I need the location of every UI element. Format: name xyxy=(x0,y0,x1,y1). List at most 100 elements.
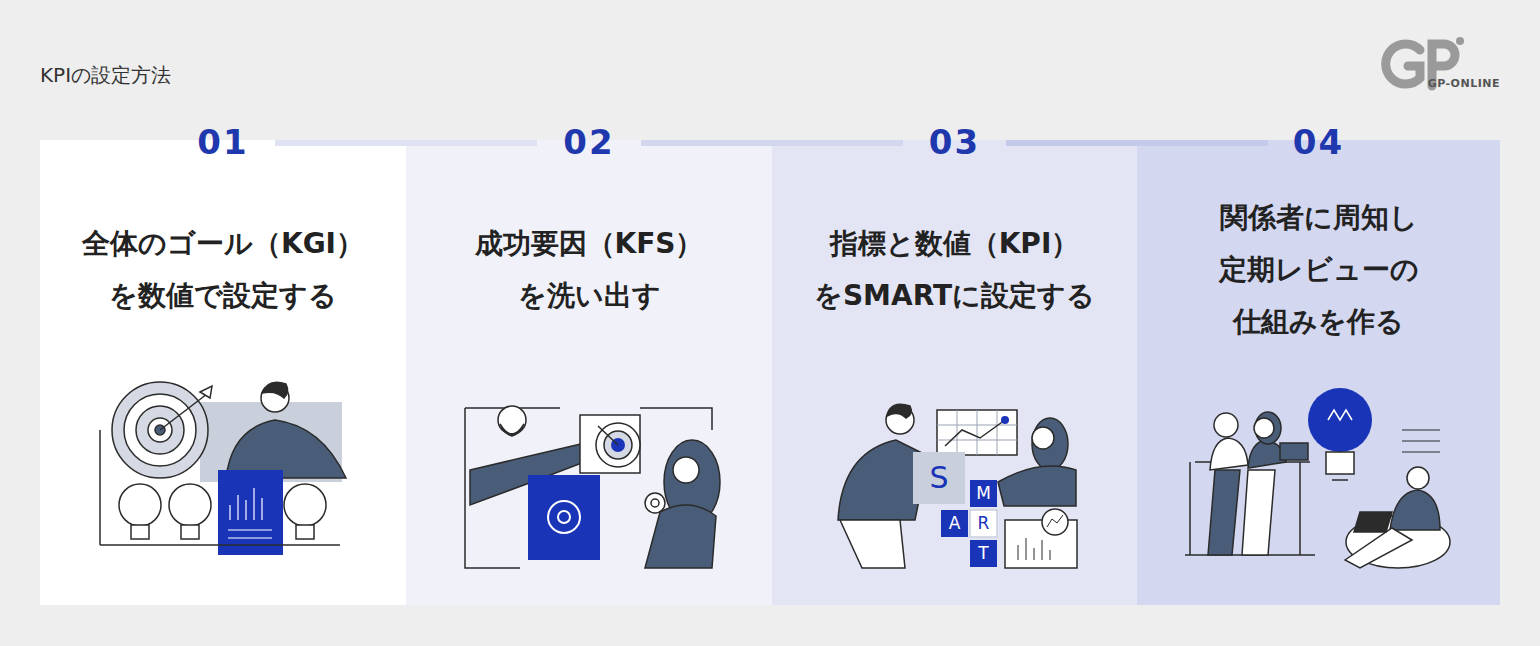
illustration-shape xyxy=(596,423,640,467)
illustration-shape xyxy=(913,452,965,504)
illustration-shape xyxy=(169,484,211,526)
illustration-shape xyxy=(228,529,272,530)
step-number: 03 xyxy=(772,125,1137,159)
illustration-group xyxy=(1185,388,1450,568)
illustration-shape xyxy=(296,525,314,539)
illustration-shape xyxy=(1254,418,1274,438)
illustration-shape xyxy=(119,484,161,526)
illustration-shape xyxy=(1402,429,1440,430)
illustration-shape xyxy=(651,499,659,507)
illustration-shape xyxy=(528,475,600,560)
illustration-shape xyxy=(970,480,997,507)
step-number: 02 xyxy=(406,125,772,159)
illustration-shape xyxy=(1018,545,1019,560)
illustration-shape xyxy=(1214,413,1238,437)
illustration-group xyxy=(465,406,720,568)
illustration-shape xyxy=(237,495,238,520)
illustration-shape xyxy=(1026,538,1027,560)
illustration-shape xyxy=(937,410,1017,455)
step-number: 04 xyxy=(1137,125,1500,159)
illustration-shape xyxy=(970,540,997,567)
illustration-shape xyxy=(641,140,903,146)
illustration-group xyxy=(100,382,346,555)
illustration-shape xyxy=(997,410,998,455)
illustration-shape xyxy=(262,382,288,398)
illustration-shape xyxy=(112,382,208,478)
illustration-shape xyxy=(1208,470,1240,555)
illustration-shape xyxy=(1407,467,1429,489)
illustration-shape xyxy=(1032,427,1054,449)
illustration-shape xyxy=(998,466,1076,506)
illustration-group xyxy=(228,488,272,538)
smart-letter: R xyxy=(970,510,997,537)
illustration-shape xyxy=(245,500,246,520)
illustration-shape xyxy=(1299,462,1301,555)
illustration-shape xyxy=(218,470,283,555)
illustration-shape xyxy=(160,394,207,430)
illustration-shape xyxy=(1047,515,1063,527)
illustration-shape xyxy=(1390,490,1440,530)
illustration-shape xyxy=(181,525,199,539)
illustration-shape xyxy=(1210,438,1248,470)
illustration-shape xyxy=(673,457,699,483)
illustration-shape xyxy=(261,498,262,520)
illustration-shape xyxy=(1332,479,1348,481)
illustration-shape xyxy=(229,505,230,520)
step-heading: 全体のゴール（KGI） を数値で設定する xyxy=(53,218,393,322)
illustration-shape xyxy=(887,404,911,418)
illustration-shape xyxy=(1242,470,1275,555)
illustration-shape xyxy=(99,430,101,545)
illustration-shape xyxy=(1001,416,1009,424)
illustration-shape xyxy=(1456,37,1464,45)
illustration-shape xyxy=(645,493,665,513)
illustration-shape xyxy=(226,420,346,478)
illustration-shape xyxy=(957,410,958,455)
illustration-shape xyxy=(1402,451,1440,452)
illustration-shape xyxy=(284,484,326,526)
illustration-shape xyxy=(1328,410,1352,420)
illustration-shape xyxy=(558,511,570,523)
illustration-group xyxy=(838,404,1077,568)
illustration-shape xyxy=(598,426,618,445)
illustration-shape xyxy=(1050,550,1051,560)
illustration-shape xyxy=(580,415,640,473)
illustration-shape xyxy=(100,544,340,546)
illustration-group xyxy=(119,484,326,539)
illustration-group xyxy=(1402,430,1440,452)
illustration-shape xyxy=(228,537,272,538)
illustration-shape xyxy=(500,424,524,436)
smart-letter: M xyxy=(970,480,997,507)
heading-area: 全体のゴール（KGI） を数値で設定する xyxy=(40,190,406,350)
illustration-shape xyxy=(253,488,254,520)
illustration-shape xyxy=(1189,462,1191,555)
illustration-shape xyxy=(1345,528,1412,568)
illustration-shape xyxy=(1042,509,1068,535)
illustration-shape xyxy=(131,525,149,539)
illustration-shape xyxy=(1280,443,1308,460)
smart-letter: T xyxy=(970,540,997,567)
smart-letter: A xyxy=(941,510,968,537)
illustration-shape xyxy=(970,510,997,537)
heading-area: 関係者に周知し 定期レビューの 仕組みを作る xyxy=(1137,190,1500,350)
illustration-shape xyxy=(548,501,580,533)
illustration-shape xyxy=(945,420,1005,446)
step-number: 01 xyxy=(40,125,406,159)
illustration-shape xyxy=(977,410,978,455)
illustration-shape xyxy=(1255,412,1281,444)
logo-text: GP-ONLINE xyxy=(1428,78,1500,89)
illustration-shape xyxy=(1006,140,1268,146)
illustration-shape xyxy=(645,505,716,568)
illustration-shape xyxy=(1042,540,1043,560)
smart-letter: S xyxy=(913,452,965,504)
heading-area: 指標と数値（KPI） をSMARTに設定する xyxy=(772,190,1137,350)
illustration-shape xyxy=(1032,418,1068,470)
step-heading: 指標と数値（KPI） をSMARTに設定する xyxy=(785,218,1125,322)
illustration-shape xyxy=(1354,512,1392,532)
illustration-shape xyxy=(1326,452,1354,474)
illustration-shape xyxy=(1402,440,1440,441)
step-heading: 関係者に周知し 定期レビューの 仕組みを作る xyxy=(1149,192,1489,348)
step-heading: 成功要因（KFS） を洗い出す xyxy=(419,218,759,322)
illustration-shape xyxy=(941,510,968,537)
illustration-group xyxy=(1018,538,1050,560)
illustration-shape xyxy=(1034,548,1035,560)
